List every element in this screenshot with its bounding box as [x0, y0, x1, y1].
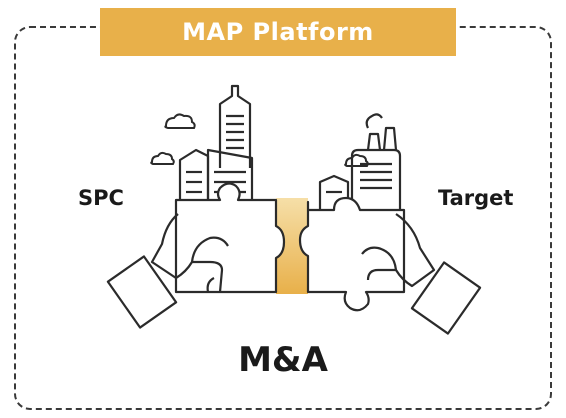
title-text: MAP Platform [182, 18, 374, 46]
title-banner: MAP Platform [100, 8, 456, 56]
mna-label: M&A [238, 340, 328, 380]
hand-icon [106, 213, 229, 329]
factory-icon [318, 113, 402, 210]
puzzle-connector [276, 198, 308, 294]
target-label: Target [438, 186, 514, 210]
spc-label: SPC [78, 186, 124, 210]
puzzle-piece-right [298, 196, 406, 312]
city-building-icon [178, 84, 254, 214]
puzzle-piece-left [174, 182, 286, 294]
hand-icon [361, 213, 482, 335]
